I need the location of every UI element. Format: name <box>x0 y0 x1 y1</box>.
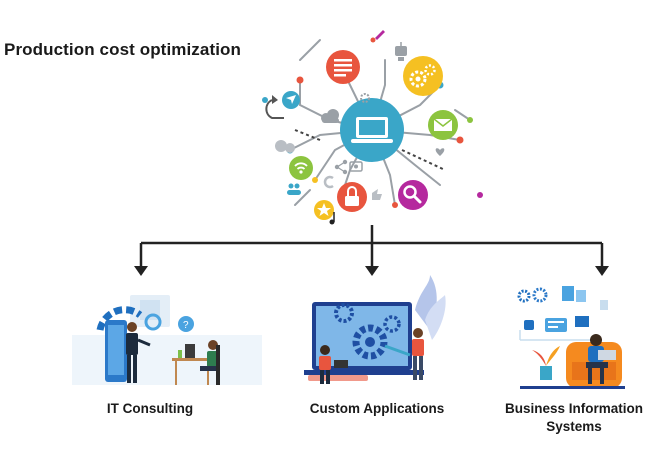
refresh-icon <box>265 95 284 119</box>
business-information-illustration <box>517 286 625 389</box>
users-icon <box>287 183 301 195</box>
document-icon <box>326 50 360 84</box>
branch-label-custom-applications: Custom Applications <box>302 400 452 418</box>
branch-label-business-information-systems: Business Information Systems <box>497 400 651 436</box>
thumbs-up-icon <box>372 189 382 200</box>
tree-connectors <box>139 225 604 268</box>
it-consulting-illustration: ? <box>72 295 262 385</box>
wifi-icon <box>289 156 313 180</box>
branch-label-text: IT Consulting <box>106 401 194 416</box>
camera-icon <box>349 161 363 172</box>
hub-dashes <box>294 129 446 171</box>
branch-label-text: Custom Applications <box>309 401 445 416</box>
heart-icon <box>435 148 445 156</box>
custom-applications-illustration <box>304 275 446 384</box>
music-icon <box>329 212 335 225</box>
gear-icon <box>403 56 443 96</box>
rocket-icon <box>370 30 385 43</box>
star-icon <box>314 200 334 220</box>
laptop-icon <box>340 98 404 162</box>
branch-label-line2: Systems <box>546 419 602 434</box>
page-title: Production cost optimization <box>4 40 242 59</box>
cloud-icon <box>321 109 339 123</box>
mail-icon <box>428 110 458 140</box>
branch-label-it-consulting: IT Consulting <box>90 400 210 418</box>
lock-icon <box>337 182 367 212</box>
chat-icon <box>275 140 295 153</box>
send-icon <box>282 91 300 109</box>
small-gear-icon <box>360 93 370 103</box>
robot-icon <box>395 42 407 61</box>
copyright-icon <box>323 175 334 189</box>
magnifier-icon <box>398 180 428 210</box>
tree-arrowheads <box>134 266 609 276</box>
share-icon <box>334 159 348 175</box>
branch-label-line1: Business Information <box>504 401 644 416</box>
svg-text:?: ? <box>183 320 189 331</box>
